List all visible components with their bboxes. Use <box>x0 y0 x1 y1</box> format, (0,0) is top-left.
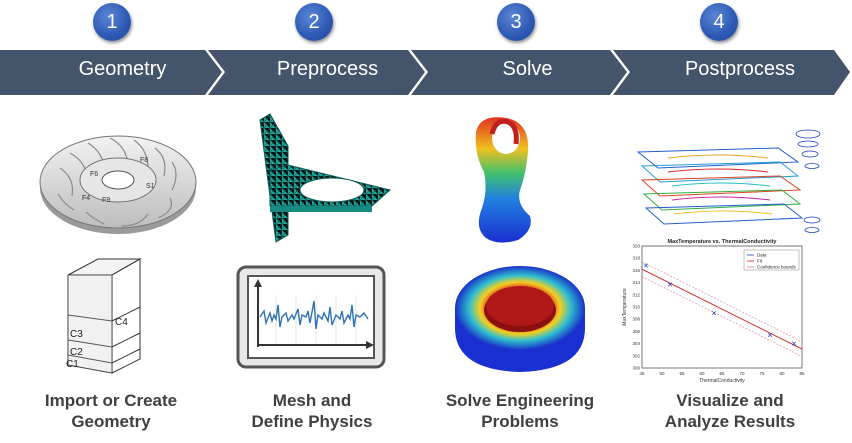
confidence-bound-lower <box>641 276 803 357</box>
y-tick-label: 320 <box>632 244 640 249</box>
confidence-bound-upper <box>641 261 803 343</box>
stage-arrow-1[interactable] <box>0 50 222 95</box>
caption-geometry: Import or Create Geometry <box>11 390 211 432</box>
caption-postprocess-line1: Visualize and <box>676 391 784 410</box>
data-point <box>767 333 773 338</box>
x-tick-label: 70 <box>739 371 745 376</box>
legend-entry: Fit <box>757 259 763 264</box>
step-badge-4: 4 <box>700 3 738 41</box>
data-point <box>711 311 717 316</box>
x-tick-label: 65 <box>719 371 725 376</box>
x-axis-label: ThermalConductivity <box>699 378 745 384</box>
caption-geometry-line2: Geometry <box>71 412 151 431</box>
solution-ring-image <box>455 266 585 372</box>
chart-legend <box>743 249 800 271</box>
x-tick-label: 55 <box>679 371 685 376</box>
data-point <box>791 341 797 346</box>
x-tick-label: 60 <box>699 371 705 376</box>
step-badge-2: 2 <box>295 3 333 41</box>
disc-label-f8: F8 <box>140 157 148 164</box>
stage-label-postprocess: Postprocess <box>684 58 796 80</box>
disc-geometry-image: F9 F6 F8 F4 S1 <box>39 135 197 234</box>
x-tick-label: 80 <box>779 371 785 376</box>
y-tick-label: 304 <box>632 341 640 346</box>
y-tick-label: 314 <box>632 280 640 285</box>
y-tick-label: 312 <box>632 292 640 297</box>
caption-postprocess: Visualize and Analyze Results <box>630 390 830 432</box>
y-tick-label: 308 <box>632 317 640 322</box>
contour-slices-image <box>636 129 821 233</box>
y-tick-label: 316 <box>632 268 640 273</box>
caption-preprocess-line2: Define Physics <box>251 412 373 431</box>
box-label-c3: C3 <box>70 329 83 340</box>
box-label-c4: C4 <box>115 317 128 328</box>
caption-preprocess-line1: Mesh and <box>272 391 352 410</box>
scatter-fit-chart: MaxTemperature vs. ThermalConductivity 45… <box>622 239 805 384</box>
stage-label-preprocess: Preprocess <box>276 58 379 80</box>
disc-label-f6: F6 <box>90 171 98 178</box>
box-geometry-image: C4 C3 C2 C1 <box>66 258 142 374</box>
x-tick-label: 75 <box>759 371 765 376</box>
chart-title: MaxTemperature vs. ThermalConductivity <box>667 239 777 245</box>
y-tick-label: 318 <box>632 256 640 261</box>
workflow-banner <box>0 50 850 95</box>
stage-label-solve: Solve <box>502 58 553 80</box>
disc-label-f9: F9 <box>102 197 110 204</box>
y-tick-label: 306 <box>632 329 640 334</box>
disc-label-f4: F4 <box>82 195 90 202</box>
fit-line <box>641 268 803 350</box>
legend-entry: Data <box>757 253 767 258</box>
y-axis-label: MaxTemperature <box>622 288 628 326</box>
caption-solve: Solve Engineering Problems <box>420 390 620 432</box>
y-tick-label: 302 <box>632 353 640 358</box>
caption-solve-line1: Solve Engineering <box>445 391 595 410</box>
caption-geometry-line1: Import or Create <box>44 391 178 410</box>
solution-bracket-image <box>475 117 531 243</box>
data-point <box>667 282 673 287</box>
legend-entry: Confidence bounds <box>757 265 797 270</box>
y-tick-label: 310 <box>632 305 640 310</box>
y-tick-label: 300 <box>632 366 640 371</box>
mesh-bracket-image <box>259 113 392 243</box>
disc-label-s1: S1 <box>146 183 155 190</box>
caption-solve-line2: Problems <box>481 412 559 431</box>
signal-monitor-icon <box>236 265 386 369</box>
stage-arrow-4[interactable] <box>613 50 850 95</box>
step-badge-1: 1 <box>93 3 131 41</box>
stage-arrow-3[interactable] <box>411 50 627 95</box>
box-label-c2: C2 <box>70 347 83 358</box>
x-tick-label: 50 <box>659 371 665 376</box>
caption-postprocess-line2: Analyze Results <box>664 412 796 431</box>
step-badge-3: 3 <box>497 3 535 41</box>
x-tick-label: 45 <box>639 371 645 376</box>
caption-preprocess: Mesh and Define Physics <box>212 390 412 432</box>
box-label-c1: C1 <box>66 359 79 370</box>
x-tick-label: 85 <box>799 371 805 376</box>
data-point <box>643 263 649 268</box>
stage-label-geometry: Geometry <box>78 58 167 80</box>
stage-arrow-2[interactable] <box>208 50 425 95</box>
